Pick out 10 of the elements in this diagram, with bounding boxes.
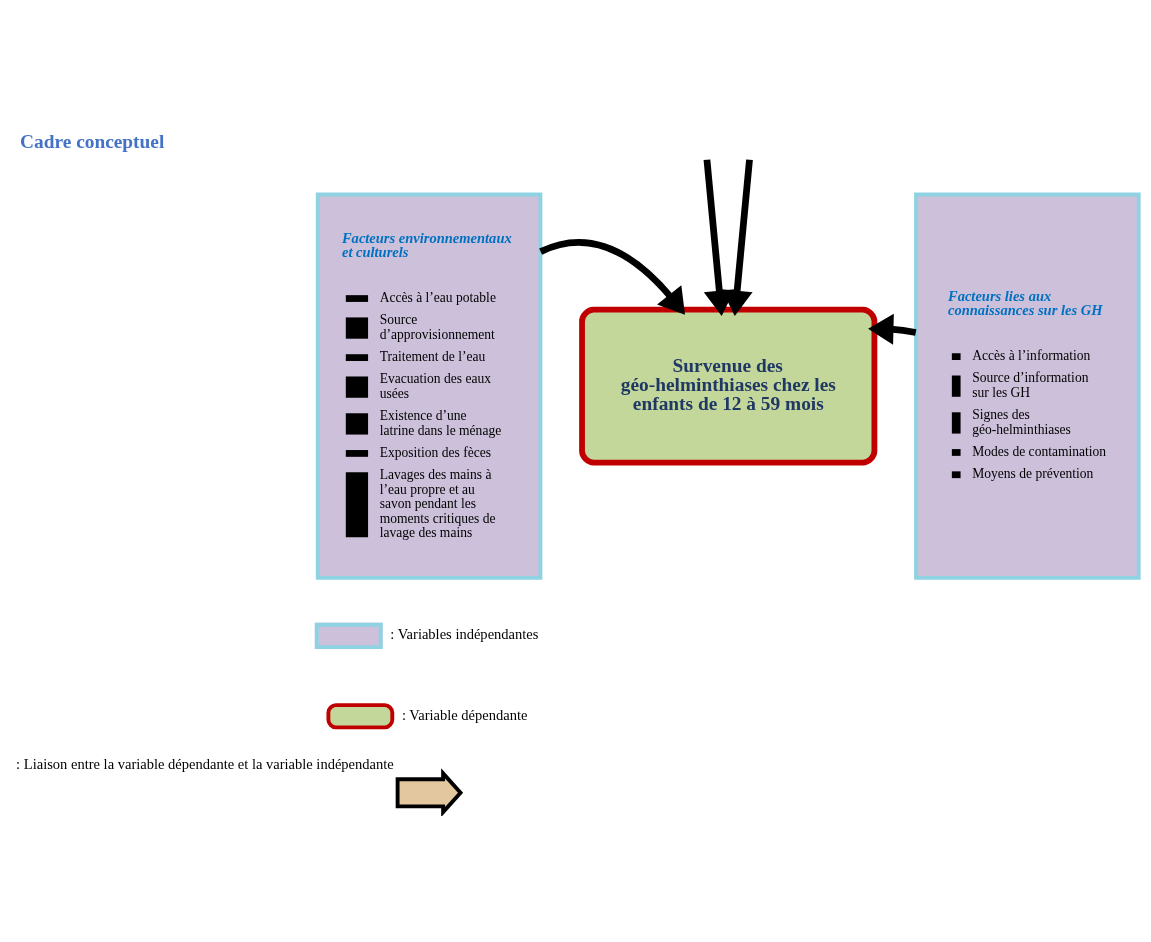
arrow bbox=[539, 239, 686, 315]
node-box: Facteurs lies aux connaissances sur les GH Accès à l’information Source d’information sur les GH Signes des géo-helminthiases Modes de contamination Moyens de prévention bbox=[914, 192, 1141, 580]
diagram-title: Cadre conceptuel bbox=[20, 131, 165, 153]
legend-label: : Liaison entre la variable dépendante et la variable indépendante bbox=[16, 755, 394, 772]
legend-label: : Variables indépendantes bbox=[390, 626, 539, 643]
node-box: Survenue des géo-helminthiases chez les enfants de 12 à 59 mois bbox=[579, 306, 878, 466]
arrow bbox=[868, 313, 917, 345]
legend-label: : Variable dépendante bbox=[401, 706, 528, 723]
arrow bbox=[703, 159, 753, 316]
node-box: Facteurs environnementaux et culturels Accès à l’eau potable Source d’approvisionnement Traitement de l’eau Evacuation des eaux usées Existence d’une latrine dans le ménage Exposition des fèces Lavages des mains à l’eau propre et au savon pendant les moments critiques de lavage des mains bbox=[315, 192, 543, 580]
